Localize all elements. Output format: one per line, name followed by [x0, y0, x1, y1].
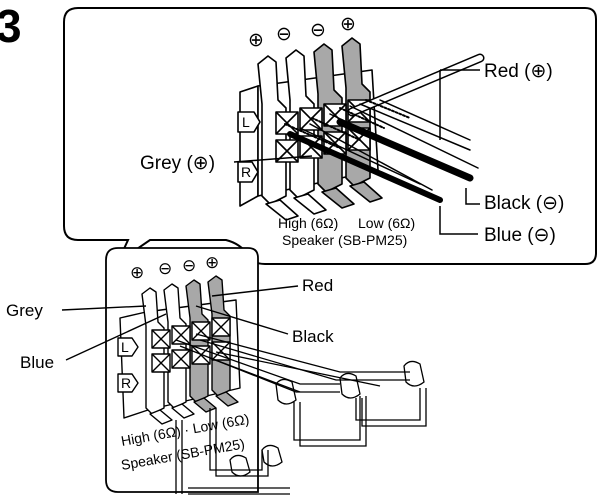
top-terminal-block: L R — [237, 37, 383, 221]
top-terminal-high: High (6Ω) — [278, 215, 338, 231]
bottom-terminal-block: L R — [117, 275, 241, 425]
bottom-leaders — [61, 285, 299, 361]
polarity-plus-2: ⊕ — [340, 14, 356, 35]
top-wires — [284, 53, 485, 203]
bottom-polarity-minus-2: ⊖ — [182, 256, 196, 275]
bottom-label-black: Black — [292, 327, 334, 346]
step-number: 3 — [0, 0, 22, 52]
label-black-minus: Black (⊖) — [484, 193, 564, 214]
bottom-label-red: Red — [302, 276, 333, 295]
bottom-polarity-plus-2: ⊕ — [205, 253, 219, 272]
polarity-plus-1: ⊕ — [248, 30, 264, 51]
bottom-channel-right: R — [121, 375, 131, 391]
top-speaker-model: Speaker (SB-PM25) — [282, 232, 407, 248]
bottom-label-grey: Grey — [6, 301, 43, 320]
label-blue-minus: Blue (⊖) — [484, 225, 556, 246]
top-channel-left: L — [242, 114, 250, 130]
bottom-channel-left: L — [121, 339, 129, 355]
top-terminal-low: Low (6Ω) — [358, 215, 415, 231]
top-leaders — [233, 69, 480, 235]
polarity-minus-1: ⊖ — [276, 24, 292, 45]
bottom-polarity-marks: ⊕ ⊖ ⊖ ⊕ — [130, 253, 219, 282]
top-polarity-marks: ⊕ ⊖ ⊖ ⊕ — [248, 14, 356, 51]
top-channel-right: R — [241, 164, 251, 180]
bottom-polarity-minus-1: ⊖ — [158, 259, 172, 278]
bottom-polarity-plus-1: ⊕ — [130, 263, 144, 282]
polarity-minus-2: ⊖ — [310, 20, 326, 41]
bottom-wires — [175, 333, 427, 495]
label-red-plus: Red (⊕) — [484, 61, 553, 82]
bottom-label-blue: Blue — [20, 353, 54, 372]
label-grey-plus: Grey (⊕) — [140, 153, 215, 174]
